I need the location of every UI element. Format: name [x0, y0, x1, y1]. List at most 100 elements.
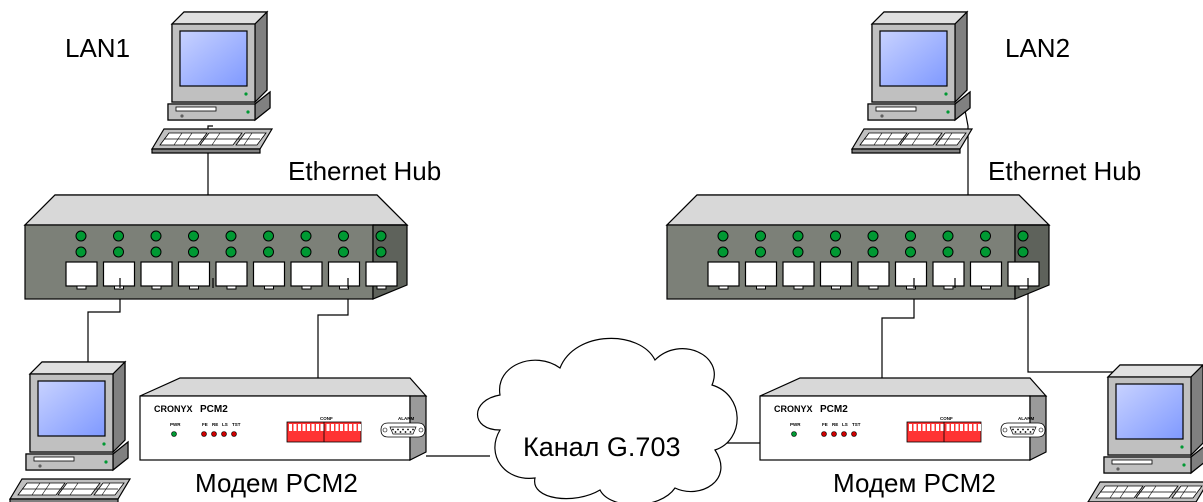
hub-port — [365, 261, 398, 290]
hub-port — [177, 261, 211, 290]
status-led — [201, 431, 207, 437]
pwr-led — [171, 431, 177, 437]
hub-port — [65, 261, 98, 290]
link-left-modem-hub — [317, 288, 349, 378]
db9-pin — [394, 431, 397, 433]
dip-switch — [293, 424, 297, 431]
dip-switch — [302, 424, 306, 431]
db9-pin — [1019, 431, 1022, 433]
network-cloud — [476, 337, 738, 502]
hub-port — [932, 261, 965, 290]
db9-pin — [1024, 431, 1027, 433]
modem-led-label: LS — [842, 422, 848, 427]
computer-left-bottom — [9, 361, 131, 502]
hub-port — [1007, 261, 1040, 290]
modem-led-label: TST — [232, 422, 241, 427]
hub-port — [215, 261, 248, 290]
dip-switch — [320, 424, 324, 431]
modem-led-label: RE — [212, 422, 218, 427]
label-modem-left: Модем PCM2 — [195, 468, 358, 498]
dip-switch — [969, 424, 972, 431]
dip-switch — [349, 424, 352, 431]
hub-port — [327, 261, 361, 290]
cable-ends — [119, 278, 1029, 288]
dip-switch — [922, 424, 926, 431]
hub-port — [140, 261, 173, 290]
dip-switch — [340, 424, 343, 431]
label-lan2: LAN2 — [1005, 33, 1071, 63]
link-right-pc-hub — [1027, 288, 1142, 373]
modem-led-label: LS — [222, 422, 228, 427]
label-lan1: LAN1 — [65, 33, 131, 63]
link-right-modem-hub — [881, 288, 915, 378]
modem-alarm-label: ALARM — [1018, 416, 1034, 421]
status-led — [211, 431, 217, 437]
dip-switch — [918, 424, 921, 431]
db9-pin — [392, 428, 394, 431]
status-led — [851, 431, 857, 437]
modem-model: PCM2 — [820, 404, 848, 415]
computer-right-bottom — [1087, 364, 1203, 502]
screw — [382, 427, 388, 433]
db9-pin — [1029, 431, 1032, 433]
status-led — [841, 431, 847, 437]
modem-pcm2-left — [139, 377, 427, 461]
hub-port — [894, 261, 928, 290]
db9-pin — [397, 428, 399, 431]
hub-port — [252, 261, 286, 290]
db9-pin — [1032, 428, 1034, 431]
hub-port — [819, 261, 853, 290]
modem-conf-label: CONF — [940, 416, 953, 421]
hub-port — [707, 261, 740, 290]
dip-switch — [927, 424, 930, 431]
modem-brand: CRONYX — [774, 404, 813, 414]
db9-pin — [402, 428, 404, 431]
dip-switch — [913, 424, 917, 431]
modem-led-label: RE — [832, 422, 838, 427]
modem-alarm-label: ALARM — [398, 416, 414, 421]
status-led — [821, 431, 827, 437]
hub-port — [857, 261, 890, 290]
dip-switch — [909, 424, 912, 431]
dip-switch — [964, 424, 968, 431]
dip-switch — [946, 424, 950, 431]
hub-port — [744, 261, 778, 290]
label-hub-left: Ethernet Hub — [288, 156, 442, 186]
hub-port — [290, 261, 323, 290]
db9-pin — [1014, 431, 1017, 433]
dip-switch — [960, 424, 963, 431]
db9-pin — [404, 431, 407, 433]
dip-switch — [978, 424, 981, 431]
db9-pin — [1012, 428, 1014, 431]
dip-switch — [331, 424, 334, 431]
dip-switch — [335, 424, 339, 431]
modem-brand: CRONYX — [154, 404, 193, 414]
modem-pwr-label: PWR — [790, 422, 801, 427]
modem-led-label: FE — [822, 422, 828, 427]
dip-switch — [951, 424, 954, 431]
hub-port — [102, 261, 136, 290]
label-channel: Канал G.703 — [523, 432, 681, 462]
dip-switch — [940, 424, 944, 431]
db9-port — [389, 426, 417, 435]
status-led — [831, 431, 837, 437]
dip-switch — [936, 424, 939, 431]
modem-model: PCM2 — [200, 404, 228, 415]
dip-switch — [955, 424, 959, 431]
computer-lan2 — [851, 11, 973, 154]
modem-led-label: TST — [852, 422, 861, 427]
db9-pin — [399, 431, 402, 433]
dip-switch — [353, 424, 357, 431]
dip-switch — [307, 424, 310, 431]
screw — [418, 427, 424, 433]
dip-switch — [326, 424, 330, 431]
dip-switch — [311, 424, 315, 431]
db9-pin — [1022, 428, 1024, 431]
db9-pin — [409, 431, 412, 433]
label-hub-right: Ethernet Hub — [988, 156, 1142, 186]
db9-pin — [412, 428, 414, 431]
dip-switch — [931, 424, 935, 431]
